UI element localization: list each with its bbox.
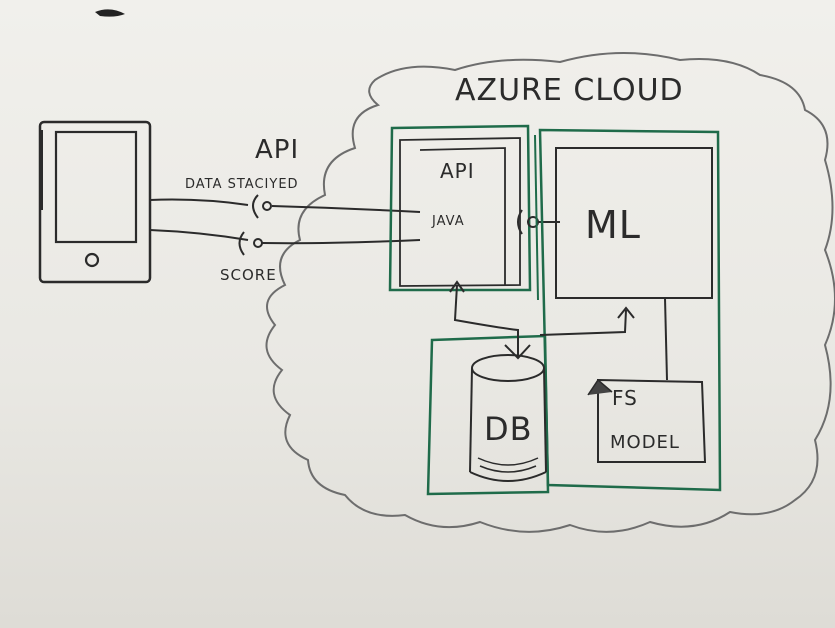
api-out-line — [261, 239, 421, 245]
data-endpoint-icon — [252, 194, 272, 219]
api-box-label: API — [440, 159, 475, 183]
db-container — [426, 334, 550, 496]
azure-cloud-outline — [265, 52, 835, 533]
api-db-link — [453, 284, 519, 355]
interface-data-label: DATA STACIYED — [185, 177, 299, 192]
ml-arrowhead-icon — [617, 306, 635, 319]
api-ml-connector-icon — [517, 209, 560, 235]
ml-label: ML — [585, 203, 641, 247]
fs-label: FS — [612, 386, 638, 410]
score-endpoint-icon — [238, 231, 263, 256]
db-label: DB — [484, 410, 533, 448]
data-link-line — [149, 198, 249, 206]
db-arrowhead-icon — [504, 344, 531, 360]
api-heading: API — [255, 135, 299, 165]
api-box-sublabel: JAVA — [431, 214, 465, 229]
ml-fs-link — [664, 297, 668, 381]
api-container — [388, 124, 532, 292]
cloud-label: AZURE CLOUD — [455, 73, 684, 108]
database-cylinder-icon — [469, 354, 547, 482]
interface-score-label: SCORE — [220, 266, 277, 284]
folded-corner-icon — [587, 378, 613, 396]
fs-model-box — [587, 378, 707, 463]
home-button-icon — [84, 252, 100, 268]
tablet-device — [38, 120, 152, 284]
db-ml-link — [539, 309, 627, 336]
marker-smudge — [95, 9, 125, 17]
ml-box — [555, 147, 713, 299]
api-arrowhead-icon — [449, 280, 465, 293]
api-in-line — [271, 205, 421, 213]
score-link-line — [149, 229, 249, 241]
model-label: MODEL — [610, 432, 680, 453]
